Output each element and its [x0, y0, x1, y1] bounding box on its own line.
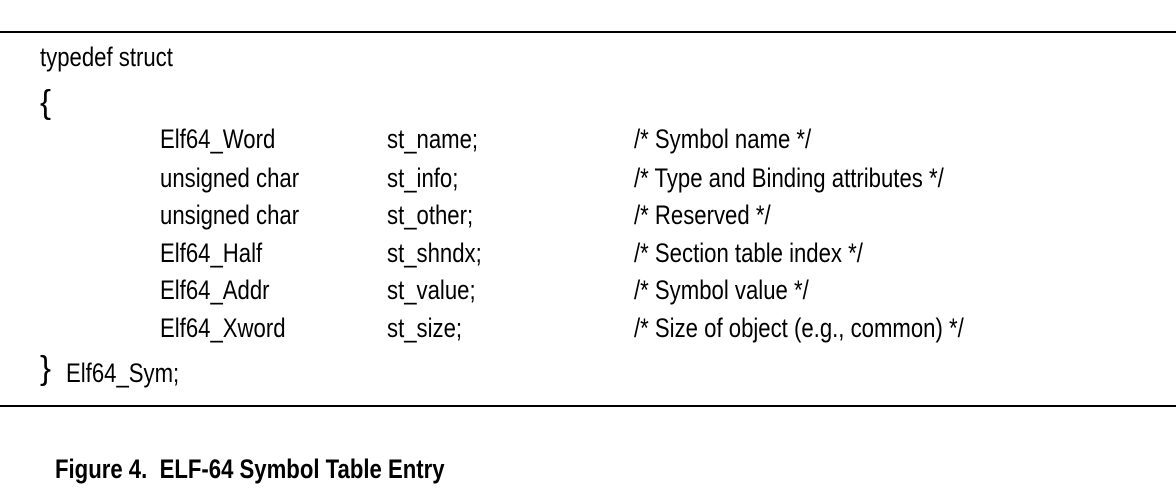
- field-name: st_size;: [387, 313, 463, 343]
- field-type: Elf64_Half: [160, 238, 263, 268]
- close-brace: }: [40, 349, 52, 386]
- close-line: } Elf64_Sym;: [0, 350, 179, 391]
- field-name: st_value;: [387, 275, 476, 305]
- open-brace: {: [40, 83, 52, 120]
- field-row: Elf64_Word st_name; /* Symbol name */: [0, 121, 811, 157]
- field-comment: /* Section table index */: [634, 238, 863, 268]
- field-comment: /* Symbol name */: [634, 124, 812, 154]
- field-row: Elf64_Half st_shndx; /* Section table in…: [0, 235, 863, 271]
- field-row: unsigned char st_other; /* Reserved */: [0, 197, 771, 233]
- field-comment: /* Reserved */: [634, 200, 771, 230]
- open-brace-line: {: [0, 84, 51, 120]
- field-type: Elf64_Addr: [160, 275, 270, 305]
- field-comment: /* Size of object (e.g., common) */: [634, 313, 964, 343]
- field-comment: /* Type and Binding attributes */: [634, 163, 944, 193]
- field-type: Elf64_Word: [160, 124, 276, 154]
- struct-definition: typedef struct { Elf64_Word st_name; /* …: [0, 39, 964, 391]
- field-type: Elf64_Xword: [160, 313, 286, 343]
- field-name: st_name;: [387, 124, 479, 154]
- field-name: st_shndx;: [387, 238, 482, 268]
- field-type: unsigned char: [160, 200, 300, 230]
- field-name: st_info;: [387, 163, 459, 193]
- typedef-keyword: typedef struct: [40, 42, 173, 72]
- struct-name: Elf64_Sym;: [66, 358, 180, 388]
- field-comment: /* Symbol value */: [634, 275, 809, 305]
- figure-caption: Figure 4. ELF-64 Symbol Table Entry: [40, 409, 530, 484]
- top-rule: [0, 31, 1176, 33]
- field-name: st_other;: [387, 200, 474, 230]
- field-row: unsigned char st_info; /* Type and Bindi…: [0, 160, 944, 196]
- bottom-rule: [0, 405, 1176, 407]
- field-row: Elf64_Xword st_size; /* Size of object (…: [0, 310, 964, 346]
- field-type: unsigned char: [160, 163, 300, 193]
- figure-caption-text: Figure 4. ELF-64 Symbol Table Entry: [55, 454, 445, 484]
- typedef-line: typedef struct: [0, 39, 173, 75]
- field-row: Elf64_Addr st_value; /* Symbol value */: [0, 272, 809, 308]
